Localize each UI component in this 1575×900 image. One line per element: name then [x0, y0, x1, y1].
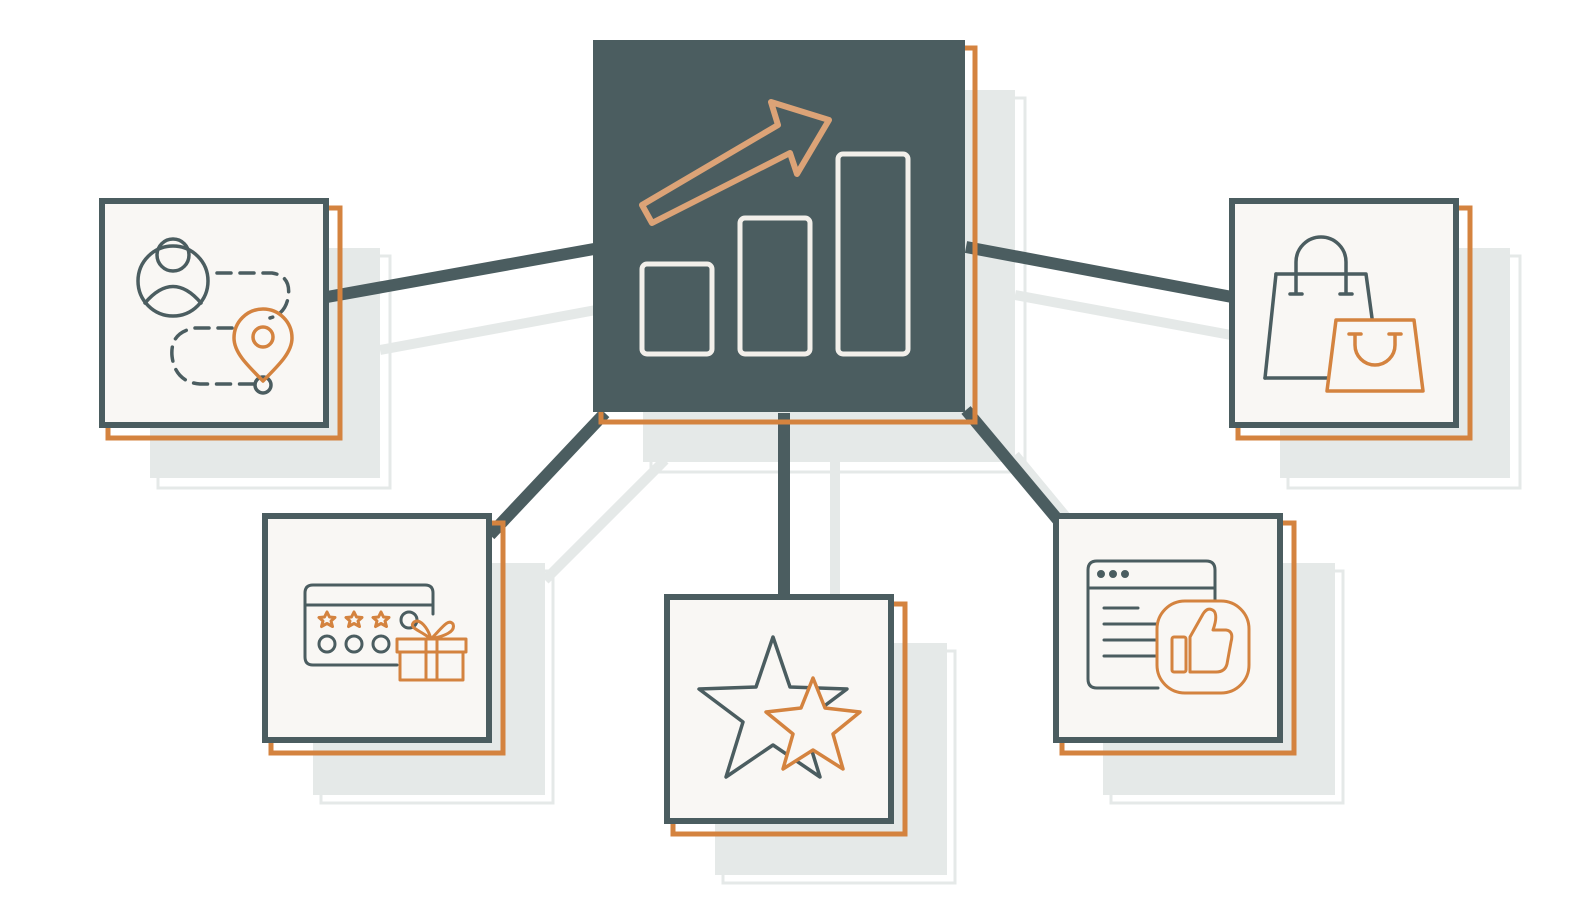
node-loyalty-rewards [262, 513, 506, 756]
hub-node [593, 40, 978, 425]
connector-customer-journey [325, 243, 596, 303]
connector-positive-feedback [961, 406, 1063, 524]
rating-stars-icon [697, 635, 862, 779]
node-panel [99, 198, 329, 428]
hub-bar [737, 215, 813, 357]
shopping-bags-icon [1263, 235, 1425, 393]
node-panel [262, 513, 492, 743]
node-positive-feedback [1053, 513, 1297, 756]
shadow-connector [541, 456, 669, 584]
hub-bar [835, 151, 911, 357]
connector-shopping [964, 241, 1234, 303]
hub-bars [639, 151, 911, 357]
node-shopping [1229, 198, 1473, 441]
loyalty-card-gift-icon [303, 583, 468, 682]
bar-chart-growth-arrow-icon [639, 99, 911, 357]
hub-bar [639, 261, 715, 357]
thumbs-up-webpage-icon [1086, 559, 1251, 695]
connectors [325, 241, 1234, 597]
connector-loyalty-rewards [485, 408, 610, 540]
node-ratings [664, 594, 908, 837]
node-panel [1229, 198, 1459, 428]
node-customer-journey [99, 198, 343, 441]
customer-journey-location-icon [136, 237, 294, 395]
growth-arrow [639, 99, 832, 226]
